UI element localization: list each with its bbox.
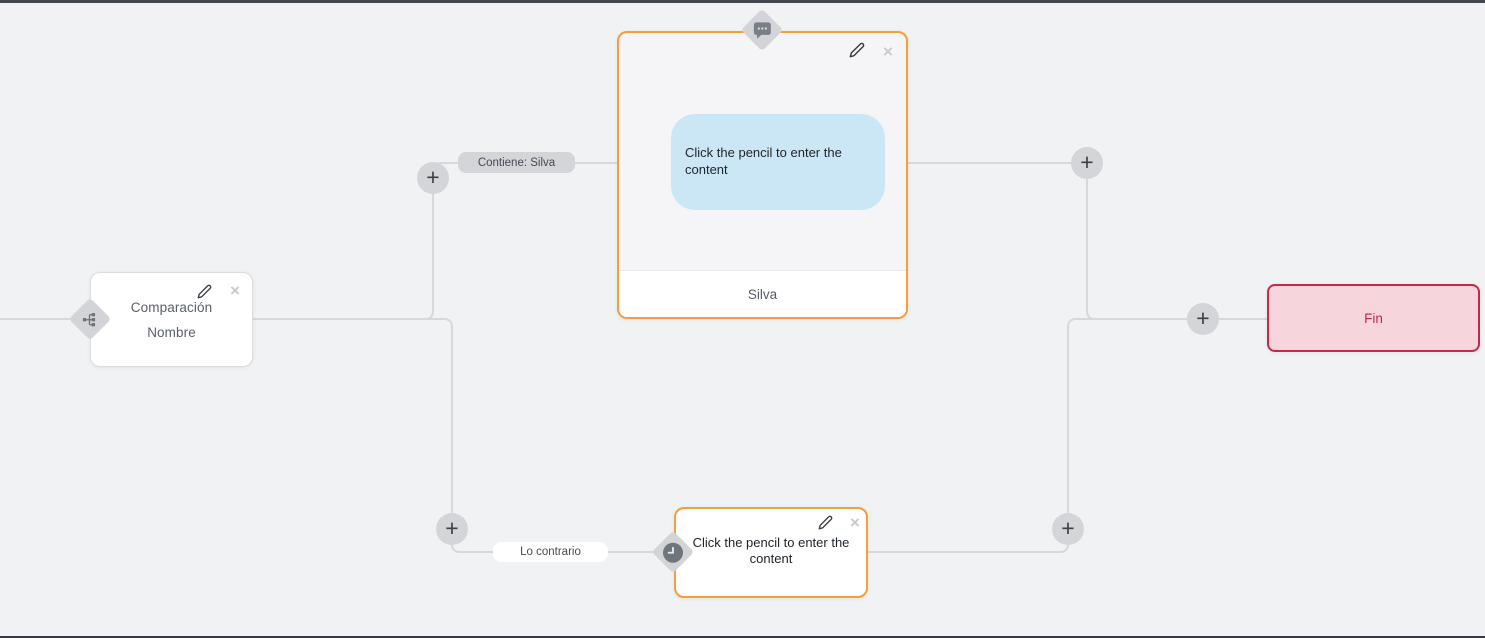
condition-title-line1: Comparación bbox=[130, 300, 213, 315]
message-preview-bubble: Click the pencil to enter the content bbox=[671, 114, 885, 210]
delete-button[interactable]: × bbox=[847, 512, 863, 532]
delete-button[interactable]: × bbox=[227, 280, 243, 300]
message-type-badge bbox=[740, 8, 784, 52]
clock-icon bbox=[663, 542, 684, 563]
plus-icon: + bbox=[445, 514, 459, 541]
close-icon: × bbox=[850, 512, 860, 532]
branch-icon bbox=[82, 312, 98, 327]
end-node[interactable]: Fin bbox=[1267, 284, 1480, 352]
plus-icon: + bbox=[1196, 304, 1210, 331]
edge-label-otherwise: Lo contrario bbox=[493, 542, 608, 562]
message-placeholder-text: Click the pencil to enter the content bbox=[685, 145, 842, 177]
delay-type-badge bbox=[651, 530, 695, 574]
edge-delay-to-end bbox=[868, 318, 1267, 553]
add-step-button-contains-branch[interactable]: + bbox=[417, 162, 449, 194]
pencil-icon bbox=[818, 515, 832, 529]
edit-button[interactable] bbox=[196, 283, 212, 299]
add-step-button-before-end[interactable]: + bbox=[1187, 303, 1219, 335]
plus-icon: + bbox=[426, 163, 440, 190]
pencil-icon bbox=[197, 284, 211, 298]
delete-button[interactable]: × bbox=[880, 41, 896, 61]
add-step-button-after-delay[interactable]: + bbox=[1052, 513, 1084, 545]
plus-icon: + bbox=[1061, 514, 1075, 541]
message-footer-label: Silva bbox=[619, 270, 906, 317]
add-step-button-after-message[interactable]: + bbox=[1071, 147, 1103, 179]
close-icon: × bbox=[883, 41, 893, 61]
pencil-icon bbox=[849, 42, 865, 58]
message-node[interactable]: × Click the pencil to enter the content … bbox=[617, 31, 908, 319]
bottom-frame-bar bbox=[0, 636, 1485, 638]
close-icon: × bbox=[230, 280, 240, 300]
delay-placeholder-text: Click the pencil to enter the content bbox=[692, 535, 850, 567]
add-step-button-otherwise-branch[interactable]: + bbox=[436, 513, 468, 545]
edit-button[interactable] bbox=[817, 514, 833, 530]
condition-node[interactable]: × Comparación Nombre bbox=[90, 272, 253, 367]
condition-title-line2: Nombre bbox=[147, 325, 196, 340]
delay-node[interactable]: × Click the pencil to enter the content bbox=[674, 507, 868, 598]
plus-icon: + bbox=[1080, 148, 1094, 175]
edge-label-contains: Contiene: Silva bbox=[458, 152, 575, 173]
top-frame-bar bbox=[0, 0, 1485, 3]
chat-bubble-icon bbox=[753, 21, 772, 39]
edge-condition-to-otherwise-branch bbox=[253, 318, 674, 553]
condition-type-badge bbox=[68, 297, 112, 341]
edge-message-merge bbox=[1086, 163, 1096, 320]
edit-button[interactable] bbox=[849, 42, 865, 58]
